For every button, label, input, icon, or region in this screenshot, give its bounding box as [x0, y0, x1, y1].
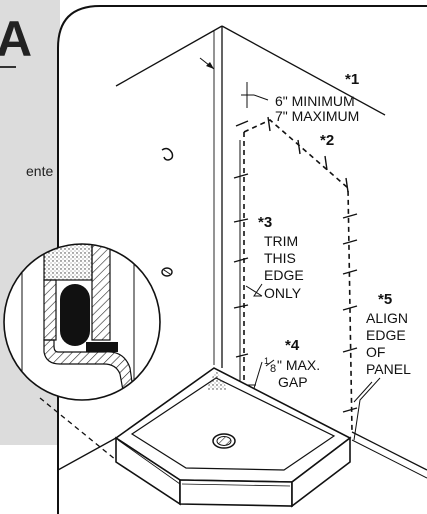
callout-5-line-1: ALIGN	[366, 310, 408, 326]
trim-edge-bracket	[253, 283, 263, 297]
callout-2-number: *2	[320, 132, 334, 149]
callout-1-line-2: 7" MAXIMUM	[275, 108, 359, 124]
callout-3-line-2: THIS	[264, 250, 296, 266]
magnifier-pointer-line	[39, 397, 117, 461]
detail-panel-hatch	[91, 244, 111, 341]
magnifier-circle	[3, 243, 161, 401]
side-panel-heading-underline	[0, 66, 16, 68]
callout-1-number: *1	[345, 71, 359, 88]
tape-marks-left	[233, 120, 249, 358]
side-panel-heading: A	[0, 11, 33, 67]
shower-base-inner	[130, 377, 336, 471]
callout-3-line-3: EDGE	[264, 267, 304, 283]
dimension-arrowhead	[206, 62, 214, 69]
trim-edge-leader	[245, 285, 263, 297]
dimension-leader	[253, 94, 269, 101]
wall-base-line-left	[57, 437, 117, 471]
callout-5-line-2: EDGE	[366, 327, 406, 343]
wall-valve-fixture	[161, 147, 174, 161]
detail-wall-hatch	[43, 279, 57, 341]
shower-base-front-right	[291, 436, 351, 508]
wall-base-line-right-2	[351, 439, 427, 479]
wall-base-line-right	[351, 431, 427, 471]
align-edge-leader-2	[353, 381, 373, 403]
detail-sealant	[60, 284, 90, 346]
panel-outline	[243, 119, 353, 433]
callout-5-line-3: OF	[366, 344, 385, 360]
callout-4-frac-den: 8	[270, 363, 276, 375]
ceiling-line-right	[221, 25, 386, 116]
callout-5-number: *5	[378, 291, 392, 308]
callout-4-line-2: GAP	[278, 374, 308, 390]
align-edge-leader	[353, 377, 381, 441]
drain-icon	[212, 433, 236, 449]
callout-3-line-4: ONLY	[264, 285, 302, 301]
callout-3-number: *3	[258, 214, 272, 231]
ceiling-line-left	[115, 25, 223, 87]
callout-4-line-1-rest: " MAX.	[277, 357, 320, 373]
callout-1-line-1: 6" MINIMUM	[275, 93, 355, 109]
shower-base	[114, 367, 352, 508]
callout-3-line-1: TRIM	[264, 233, 298, 249]
callout-5-line-4: PANEL	[366, 361, 411, 377]
side-panel-text-fragment: ente	[26, 163, 54, 179]
callout-4-number: *4	[285, 337, 300, 354]
tape-marks-right	[342, 213, 358, 413]
shower-base-corner-stipple	[206, 370, 228, 390]
wall-screw-fixture	[161, 267, 173, 277]
callout-4-frac-bar	[265, 359, 275, 367]
tape-marks-top	[267, 116, 349, 193]
callout-4-frac-num: 1	[264, 356, 269, 366]
